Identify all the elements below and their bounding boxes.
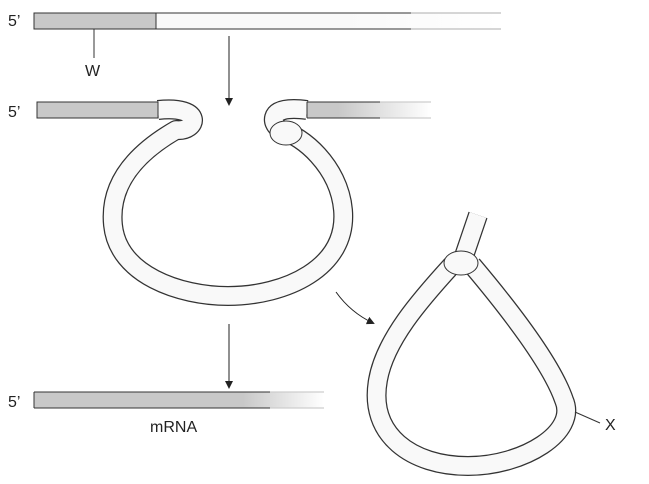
five-prime-label-top: 5’ xyxy=(8,13,20,30)
mrna-label: mRNA xyxy=(150,419,197,436)
exon-w-label: W xyxy=(85,63,101,80)
exon-w-segment xyxy=(33,12,157,30)
right-exon-segment xyxy=(307,102,431,118)
five-prime-label-bottom: 5’ xyxy=(8,394,20,411)
branch-point-middle xyxy=(269,120,303,146)
pre-mrna-strand xyxy=(33,12,501,30)
splicing-intermediate xyxy=(36,99,431,306)
arrow-to-lariat xyxy=(335,291,375,325)
mrna-segment xyxy=(34,392,324,408)
mrna-strand xyxy=(33,391,324,409)
intron-loop-body xyxy=(103,100,352,305)
left-exon-segment xyxy=(36,101,159,119)
lariat-intron xyxy=(366,211,577,476)
lariat-loop-body xyxy=(367,259,575,475)
pre-mrna-intron-segment xyxy=(156,13,501,29)
lariat-x-pointer xyxy=(574,411,601,424)
five-prime-label-middle: 5’ xyxy=(8,104,20,121)
lariat-x-label: X xyxy=(605,417,616,434)
branch-point-lariat xyxy=(443,250,479,276)
